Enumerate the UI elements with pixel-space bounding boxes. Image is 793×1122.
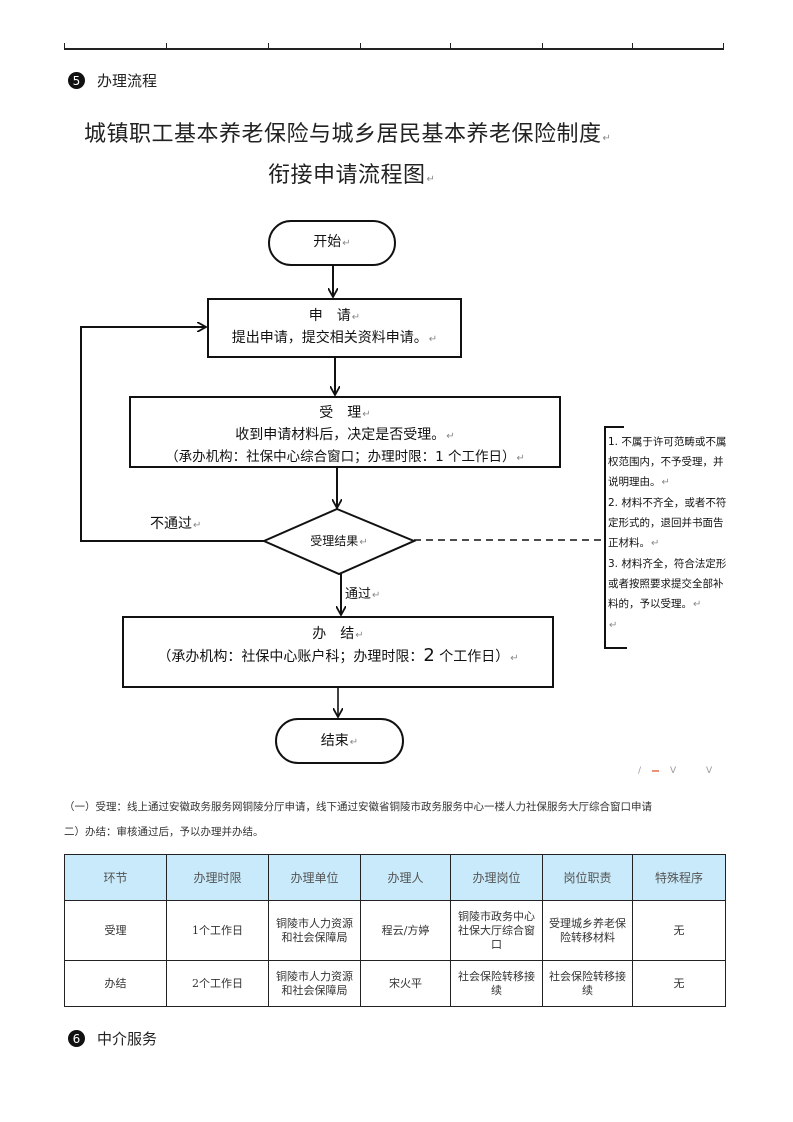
end-terminator — [275, 718, 404, 764]
section-title: 中介服务 — [97, 1030, 158, 1048]
table-divider — [64, 43, 65, 50]
top-table-border — [64, 48, 724, 50]
table-row: 受理 1个工作日 铜陵市人力资源和社会保障局 程云/方婷 铜陵市政务中心社保大厅… — [64, 900, 726, 961]
table-cell: 铜陵市人力资源和社会保障局 — [268, 960, 361, 1007]
accept-heading: 受 理 — [319, 405, 362, 421]
acceptance-notes: 1. 不属于许可范畴或不属 权范围内，不予受理，并 说明理由。↵ 2. 材料不齐… — [608, 432, 731, 636]
table-cell: 宋火平 — [360, 960, 451, 1007]
faint-artifact: V — [670, 766, 677, 776]
note-line: ↵ — [609, 620, 618, 631]
paragraph-mark-icon: ↵ — [426, 174, 436, 185]
column-header: 办理时限 — [166, 854, 269, 901]
column-header: 特殊程序 — [632, 854, 726, 901]
end-label: 结束↵ — [320, 733, 359, 749]
table-divider — [450, 43, 451, 50]
table-divider — [723, 43, 724, 50]
table-divider — [166, 43, 167, 50]
table-cell: 铜陵市政务中心社保大厅综合窗口 — [450, 900, 543, 961]
note-line: 3. 材料齐全，符合法定形 — [608, 558, 727, 570]
faint-artifact: V — [706, 766, 713, 776]
apply-heading: 申 请 — [308, 308, 351, 324]
note-line: 权范围内，不予受理，并 — [608, 456, 724, 468]
note-line: 正材料。↵ — [608, 537, 660, 549]
complete-note-suffix: 个工作日） — [434, 649, 510, 665]
section-heading-intermediary: 6 中介服务 — [68, 1028, 157, 1049]
decision-label: 受理结果↵ — [310, 534, 368, 548]
table-cell: 受理 — [64, 900, 167, 961]
table-divider — [632, 43, 633, 50]
table-cell: 受理城乡养老保险转移材料 — [542, 900, 633, 961]
note-line: 1. 不属于许可范畴或不属 — [608, 436, 727, 448]
table-cell: 程云/方婷 — [360, 900, 451, 961]
table-cell: 1个工作日 — [166, 900, 269, 961]
accept-desc: 收到申请材料后，决定是否受理。 — [235, 427, 446, 443]
table-cell: 2个工作日 — [166, 960, 269, 1007]
note-line: 或者按照要求提交全部补 — [608, 578, 724, 590]
section-heading-process: 5 办理流程 — [68, 70, 157, 91]
table-cell: 铜陵市人力资源和社会保障局 — [268, 900, 361, 961]
note-line: 2. 材料不齐全，或者不符 — [608, 497, 727, 509]
apply-desc: 提出申请，提交相关资料申请。 — [231, 330, 428, 346]
table-cell: 无 — [632, 960, 726, 1007]
faint-artifact: / — [638, 766, 642, 776]
accept-note: （承办机构：社保中心综合窗口；办理时限：1 个工作日） — [165, 449, 516, 465]
flowchart-title-line1: 城镇职工基本养老保险与城乡居民基本养老保险制度↵ — [84, 122, 612, 147]
column-header: 环节 — [64, 854, 167, 901]
paragraph-mark-icon: ↵ — [602, 133, 612, 144]
table-divider — [360, 43, 361, 50]
table-divider — [542, 43, 543, 50]
column-header: 办理人 — [360, 854, 451, 901]
complete-note-prefix: （承办机构：社保中心账户科；办理时限： — [157, 649, 424, 665]
notes-bracket — [604, 426, 627, 649]
accept-box — [129, 396, 561, 468]
note-line: 料的，予以受理。↵ — [608, 598, 702, 610]
process-table: 环节 办理时限 办理单位 办理人 办理岗位 岗位职责 特殊程序 受理 1个工作日… — [64, 854, 726, 1007]
table-row: 办结 2个工作日 铜陵市人力资源和社会保障局 宋火平 社会保险转移接续 社会保险… — [64, 960, 726, 1007]
fail-label: 不通过↵ — [150, 516, 202, 532]
table-cell: 办结 — [64, 960, 167, 1007]
decision-diamond — [261, 507, 417, 576]
complete-heading: 办 结 — [312, 626, 355, 642]
section-number-badge: 5 — [68, 72, 85, 89]
table-cell: 社会保险转移接续 — [542, 960, 633, 1007]
complete-box — [122, 616, 554, 688]
table-divider — [268, 43, 269, 50]
paragraph-complete: 二）办结：审核通过后，予以办理并办结。 — [64, 826, 264, 838]
complete-note-days: 2 — [423, 645, 435, 666]
pass-label: 通过↵ — [345, 587, 381, 602]
complete-text: 办 结↵ （承办机构：社保中心账户科；办理时限：2 个工作日）↵ — [157, 626, 519, 666]
note-line: 说明理由。↵ — [608, 476, 670, 488]
table-header-row: 环节 办理时限 办理单位 办理人 办理岗位 岗位职责 特殊程序 — [64, 854, 726, 901]
flowchart-title-line2: 衔接申请流程图↵ — [268, 163, 436, 188]
section-number-badge: 6 — [68, 1030, 85, 1047]
flowchart-diagram: / V V — [80, 220, 713, 776]
paragraph-accept: （一）受理：线上通过安徽政务服务网铜陵分厅申请，线下通过安徽省铜陵市政务服务中心… — [64, 801, 652, 813]
table-cell: 无 — [632, 900, 726, 961]
table-cell: 社会保险转移接续 — [450, 960, 543, 1007]
column-header: 办理岗位 — [450, 854, 543, 901]
accept-text: 受 理↵ 收到申请材料后，决定是否受理。↵ （承办机构：社保中心综合窗口；办理时… — [165, 405, 525, 465]
arrow-fail-loop — [80, 327, 264, 542]
section-title: 办理流程 — [97, 72, 158, 90]
column-header: 岗位职责 — [542, 854, 633, 901]
apply-text: 申 请↵ 提出申请，提交相关资料申请。↵ — [231, 308, 438, 346]
start-label: 开始↵ — [313, 234, 351, 250]
column-header: 办理单位 — [268, 854, 361, 901]
note-line: 定形式的，退回并书面告 — [608, 517, 724, 529]
